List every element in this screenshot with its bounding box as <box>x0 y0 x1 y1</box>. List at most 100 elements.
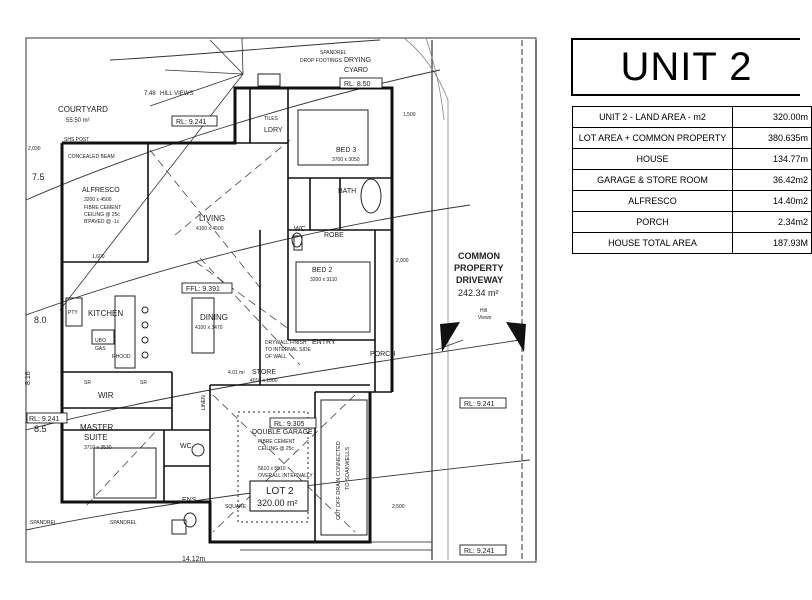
views-label: Views <box>478 315 492 321</box>
dim-2030: 2,030 <box>28 146 41 152</box>
area-value: 320.00m <box>732 106 812 128</box>
area-value: 36.42m2 <box>732 169 812 191</box>
sr-label-right: SR <box>140 380 147 386</box>
hill-views-label: HILL VIEWS <box>160 91 193 97</box>
contour-80: 8.0 <box>34 315 47 325</box>
master-dims: 3710 x 3530 <box>84 445 112 451</box>
shs-post-label: SHS POST <box>64 137 89 143</box>
dim-2500: 2,500 <box>392 504 405 510</box>
area-value: 380.635m <box>732 127 812 149</box>
garage-label: DOUBLE GARAGE <box>252 429 313 436</box>
svg-text:RL: 9.241: RL: 9.241 <box>29 416 59 423</box>
store-area: 4.01 m² <box>228 370 245 376</box>
spandrel-mid: SPANDREL <box>110 520 137 526</box>
common-label-1: COMMON <box>458 251 500 261</box>
living-label: LIVING <box>199 214 225 223</box>
alfresco-note-2: CEILING @ 25c <box>84 212 120 218</box>
rl-tag-left: RL: 9.241 <box>26 412 68 424</box>
common-label-3: DRIVEWAY <box>456 275 503 285</box>
tiles-label: TILES <box>264 116 279 122</box>
drop-footings-label: DROP FOOTINGS <box>300 58 343 64</box>
garage-note-2: CEILING @ 25c <box>258 446 294 452</box>
area-label: UNIT 2 - LAND AREA - m2 <box>572 106 733 128</box>
ffl-tag: FFL: 9.391 <box>181 282 233 294</box>
bed2-label: BED 2 <box>312 267 332 274</box>
drywall-note-3: OF WALL <box>265 354 287 360</box>
area-label: HOUSE <box>572 148 733 170</box>
store-dims: 4010 x 1000 <box>250 378 278 384</box>
area-value: 14.40m2 <box>732 190 812 212</box>
spandrel-left: SPANDREL <box>30 520 57 526</box>
bed3-label: BED 3 <box>336 147 356 154</box>
living-dims: 4100 x 4500 <box>196 226 224 232</box>
drywall-note-1: DRYWALL FINISH <box>265 340 307 346</box>
contour-75: 7.5 <box>32 172 45 182</box>
wc-label: WC <box>294 226 306 233</box>
pantry-label: PTY <box>68 310 78 316</box>
svg-text:LOT 2: LOT 2 <box>266 486 294 497</box>
area-label: PORCH <box>572 211 733 233</box>
alfresco-note-3: B'PAVED @ -1c <box>84 219 120 225</box>
entry-marker-left <box>440 322 460 352</box>
width-dimension: 14.12m <box>182 556 206 563</box>
drywall-note-2: TO INTERNAL SIDE <box>265 347 312 353</box>
ensuite-label: ENS <box>182 497 197 504</box>
cyard-label: CYARD <box>344 67 368 74</box>
drying-label: DRYING <box>344 57 371 64</box>
concealed-beam-label: CONCEALED BEAM <box>68 154 115 160</box>
rl-tag-driveway-bottom: RL: 9.241 <box>459 544 507 556</box>
area-label: LOT AREA + COMMON PROPERTY <box>572 127 733 149</box>
garage-dims: 5610 x 5510 <box>258 466 286 472</box>
soakwells-label: TO SOAKWELLS <box>345 447 351 490</box>
kitchen-label: KITCHEN <box>88 309 123 318</box>
common-label-2: PROPERTY <box>454 263 504 273</box>
dim-1600: 1,600 <box>92 254 105 260</box>
svg-text:320.00 m²: 320.00 m² <box>257 498 298 508</box>
robe-label: ROBE <box>324 232 344 239</box>
gas-label: GAS <box>95 346 106 352</box>
entry-marker-right <box>506 322 526 352</box>
dining-dims: 4100 x 3470 <box>195 325 223 331</box>
rl-tag-driveway: RL: 9.241 <box>459 397 507 409</box>
alfresco-label: ALFRESCO <box>82 187 120 194</box>
rhood-label: RHOOD <box>112 354 131 360</box>
svg-text:RL: 9.305: RL: 9.305 <box>274 421 304 428</box>
common-area: 242.34 m² <box>458 288 499 298</box>
spandrel-top: SPANDREL <box>320 50 347 56</box>
wir-label: WIR <box>98 391 114 400</box>
bed2-dims: 3200 x 3110 <box>310 277 337 283</box>
contour-85: 8.5 <box>34 424 47 434</box>
cut-off-drain-label: CUT OFF DRAIN CONNECTED <box>336 441 342 520</box>
entry-label: ENTRY <box>312 339 336 346</box>
contour-748: 7.48 <box>144 91 156 97</box>
bed3-dims: 3700 x 3050 <box>332 157 360 163</box>
dim-2000: 2,000 <box>396 258 409 264</box>
view-arrows <box>59 37 464 351</box>
sr-label-left: SR <box>84 380 91 386</box>
master-label: MASTER <box>80 423 114 432</box>
garage-note-3: OVERALL INTERNALLY <box>258 473 313 479</box>
svg-text:RL: 9.241: RL: 9.241 <box>464 548 494 555</box>
courtyard-area: 55.50 m² <box>66 118 90 124</box>
rl-tag-cyard: RL: 8.50 <box>339 77 383 89</box>
svg-text:RL: 9.241: RL: 9.241 <box>176 119 206 126</box>
garage-note-1: FIBRE CEMENT <box>258 439 295 445</box>
porch-label: PORCH <box>370 351 395 358</box>
store-label: STORE <box>252 369 276 376</box>
area-label: GARAGE & STORE ROOM <box>572 169 733 191</box>
hill-label: Hill <box>480 308 487 314</box>
rl-tag-top: RL: 9.241 <box>171 115 218 127</box>
suite-label: SUITE <box>84 433 108 442</box>
courtyard-label: COURTYARD <box>58 105 108 114</box>
area-label: HOUSE TOTAL AREA <box>572 232 733 254</box>
lot-label-box: LOT 2 320.00 m² <box>249 480 309 512</box>
fixtures <box>65 73 382 536</box>
floor-plan: COURTYARD 55.50 m² HILL VIEWS 7.48 RL: 9… <box>25 37 537 563</box>
